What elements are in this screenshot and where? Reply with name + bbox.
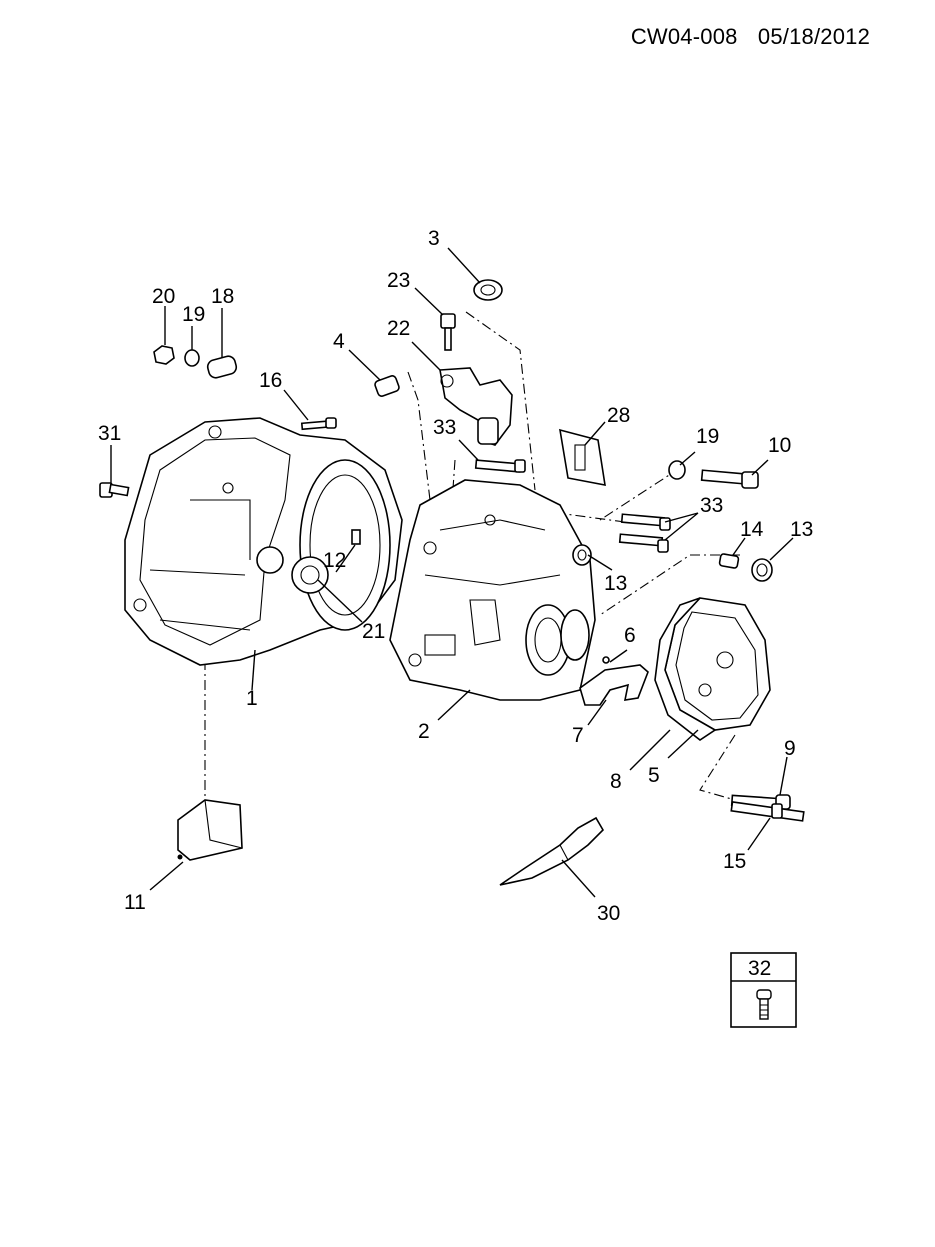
label-11: 11 [124, 891, 146, 914]
bolt-23 [440, 313, 456, 351]
part-labels: 3 23 22 4 20 19 18 16 31 33 28 19 10 33 … [98, 227, 813, 925]
label-10: 10 [768, 434, 791, 457]
bushing-4 [374, 375, 400, 397]
label-3: 3 [428, 227, 440, 250]
label-7: 7 [572, 724, 584, 747]
seal-ring [473, 279, 503, 301]
bracket-7 [579, 656, 649, 706]
label-21: 21 [362, 620, 385, 643]
label-19-right: 19 [696, 425, 719, 448]
label-19-left: 19 [182, 303, 205, 326]
transmission-case [389, 479, 596, 701]
bolt-31 [99, 482, 130, 498]
label-8: 8 [610, 770, 622, 793]
label-23: 23 [387, 269, 410, 292]
label-16: 16 [259, 369, 282, 392]
label-28: 28 [607, 404, 630, 427]
legend-box: 32 [730, 952, 797, 1028]
pin-14 [718, 553, 740, 569]
small-parts-20-19-18 [153, 345, 238, 379]
plug-13-center [572, 544, 592, 566]
stud-15 [730, 801, 805, 822]
label-2: 2 [418, 720, 430, 743]
label-18: 18 [211, 285, 234, 308]
label-33-right: 33 [700, 494, 723, 517]
label-15: 15 [723, 850, 746, 873]
label-31: 31 [98, 422, 121, 445]
label-4: 4 [333, 330, 345, 353]
label-12: 12 [323, 549, 346, 572]
label-9: 9 [784, 737, 796, 760]
diagram-date: 05/18/2012 [757, 24, 870, 49]
label-13-right: 13 [790, 518, 813, 541]
label-1: 1 [246, 687, 258, 710]
label-6: 6 [624, 624, 636, 647]
stud-16 [300, 417, 337, 431]
bolts-33 [474, 459, 671, 553]
diagram-header: CW04-008 05/18/2012 [631, 24, 870, 50]
label-33-top: 33 [433, 416, 456, 439]
rear-cover [654, 597, 771, 741]
label-20: 20 [152, 285, 175, 308]
label-30: 30 [597, 902, 620, 925]
label-14: 14 [740, 518, 764, 541]
block-11 [177, 799, 243, 861]
label-5: 5 [648, 764, 660, 787]
plate-28 [559, 428, 606, 486]
label-13-center: 13 [604, 572, 627, 595]
label-22: 22 [387, 317, 410, 340]
clutch-housing [124, 417, 403, 666]
washer-19 [668, 460, 686, 480]
legend-number: 32 [748, 957, 771, 980]
diagram-code: CW04-008 [630, 24, 738, 49]
bolt-10 [700, 469, 759, 489]
sealant-tube-30 [499, 816, 605, 886]
leader-lines [110, 247, 794, 898]
bolt-icon [756, 989, 772, 1020]
plug-13-right [751, 558, 773, 582]
selector-bracket [439, 367, 513, 446]
